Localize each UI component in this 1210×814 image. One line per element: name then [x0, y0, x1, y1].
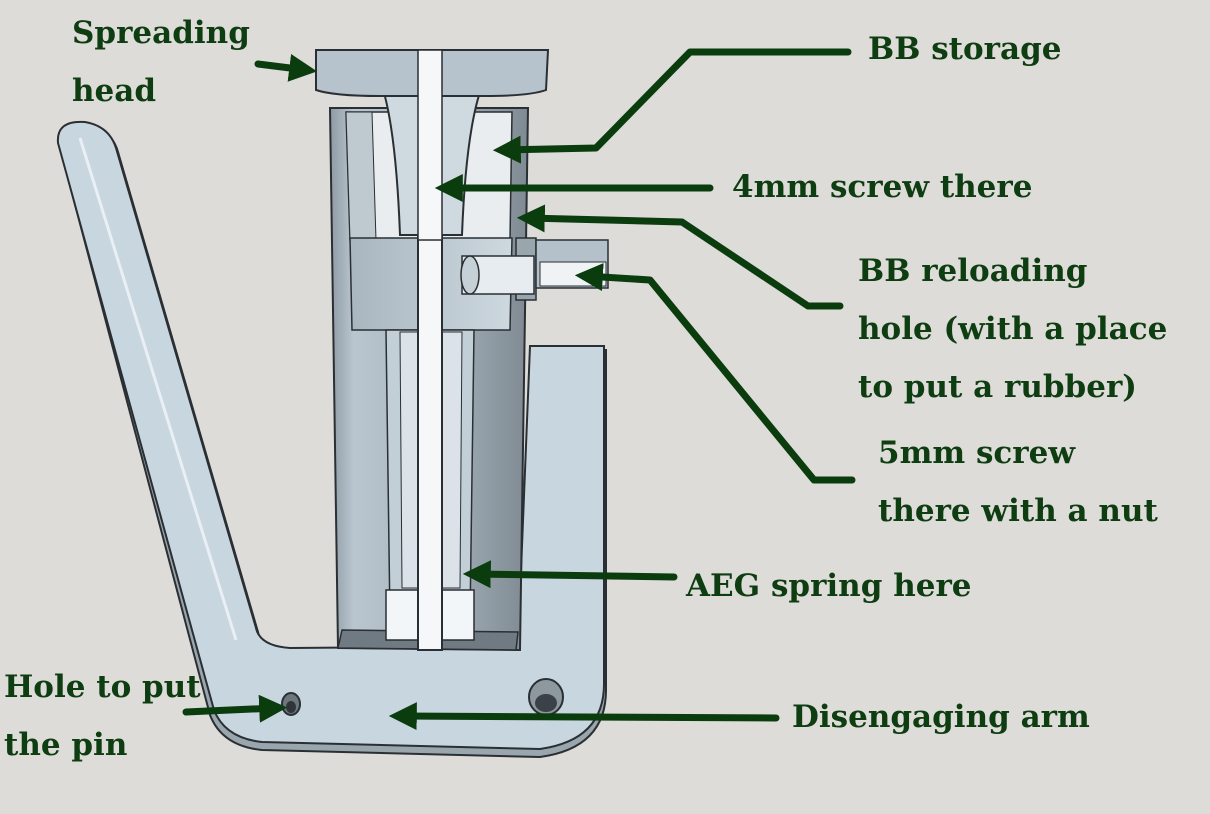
nut-boss	[528, 678, 564, 716]
label-hole-pin: Hole to put the pin	[4, 669, 201, 763]
arrow-aeg-spring	[462, 560, 678, 589]
arrow-spreading-head	[254, 54, 318, 82]
arrow-hole-pin	[182, 694, 288, 723]
arrow-5mm-screw	[574, 263, 856, 484]
disengaging-arm-part	[56, 120, 607, 759]
label-4mm-screw: 4mm screw there	[732, 169, 1033, 205]
label-spreading-head: Spreading head	[72, 15, 250, 109]
label-bb-storage: BB storage	[868, 31, 1062, 67]
label-aeg-spring: AEG spring here	[686, 568, 972, 604]
label-disengaging-arm: Disengaging arm	[792, 699, 1090, 735]
callout-arrows	[182, 48, 856, 731]
arrow-disengaging-arm	[388, 702, 780, 731]
arrow-bb-storage	[492, 48, 852, 164]
label-reloading-hole: BB reloading hole (with a place to put a…	[858, 253, 1168, 405]
pin-hole	[281, 692, 301, 716]
arrow-reloading-hole	[516, 204, 844, 310]
label-5mm-screw: 5mm screw there with a nut	[878, 435, 1158, 529]
